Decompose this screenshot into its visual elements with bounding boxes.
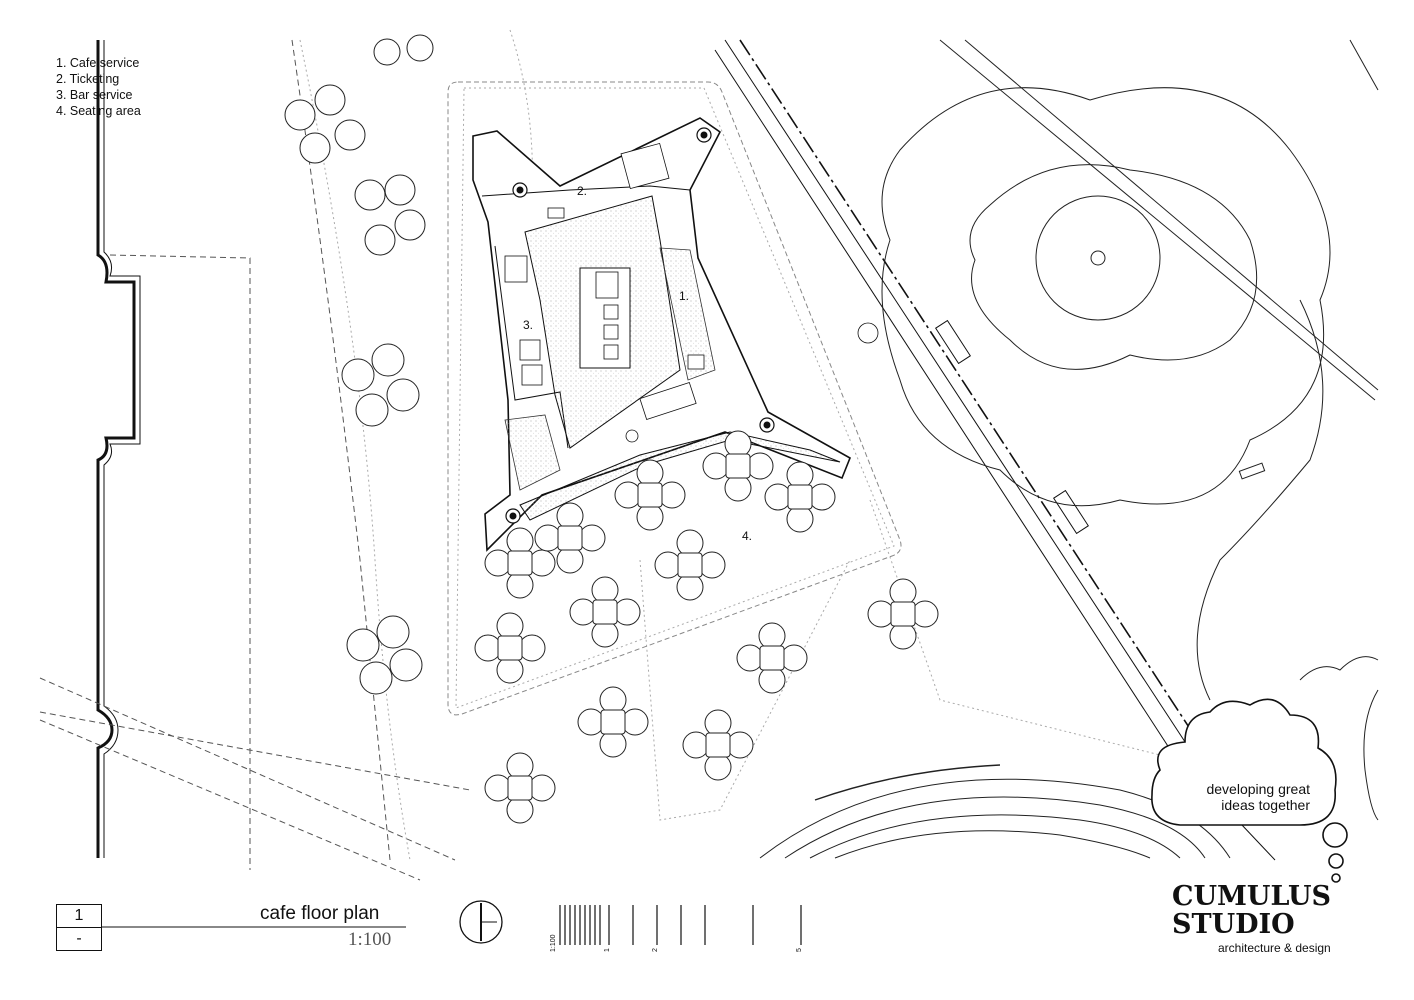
north-arrow-icon xyxy=(459,900,503,944)
brand-logo: CUMULUS STUDIO xyxy=(1172,883,1331,939)
tagline-line: ideas together xyxy=(1221,797,1310,813)
drawing-scale: 1:100 xyxy=(348,929,392,950)
scale-bar-ratio: 1:100 xyxy=(550,934,557,952)
trees xyxy=(284,34,434,695)
room-label-seating-area: 4. xyxy=(742,529,753,543)
railway xyxy=(714,39,1276,861)
brand-name-line: CUMULUS xyxy=(1172,881,1332,912)
legend-item: 4. Seating area xyxy=(56,104,141,118)
scale-bar xyxy=(559,905,802,945)
cloud-icon xyxy=(1151,698,1348,883)
legend: 1. Cafe service 2. Ticketing 3. Bar serv… xyxy=(56,55,141,119)
scale-bar-mark: 2 xyxy=(652,948,659,952)
cafe-boundary xyxy=(447,81,902,716)
building-wall xyxy=(96,40,141,858)
tagline-line: developing great xyxy=(1206,781,1310,797)
legend-item: 3. Bar service xyxy=(56,88,133,102)
legend-item: 2. Ticketing xyxy=(56,72,120,86)
brand-tagline: developing great ideas together xyxy=(1170,781,1310,813)
amphitheater xyxy=(759,764,1231,859)
revision: - xyxy=(56,927,102,951)
brand-name-line: STUDIO xyxy=(1172,909,1295,940)
cafe-building xyxy=(472,117,879,552)
drawing-title: cafe floor plan xyxy=(260,903,380,924)
site-dashed-lines xyxy=(39,39,471,881)
scale-bar-mark: 1 xyxy=(604,948,611,952)
room-label-bar-service: 3. xyxy=(523,318,534,332)
room-label-ticketing: 2. xyxy=(577,184,588,198)
legend-item: 1. Cafe service xyxy=(56,56,140,70)
drawing-number: 1 xyxy=(56,904,102,928)
scale-bar-mark: 5 xyxy=(796,948,803,952)
room-label-cafe-service: 1. xyxy=(679,289,690,303)
park-contours xyxy=(881,39,1379,821)
brand-subtitle: architecture & design xyxy=(1218,941,1331,955)
